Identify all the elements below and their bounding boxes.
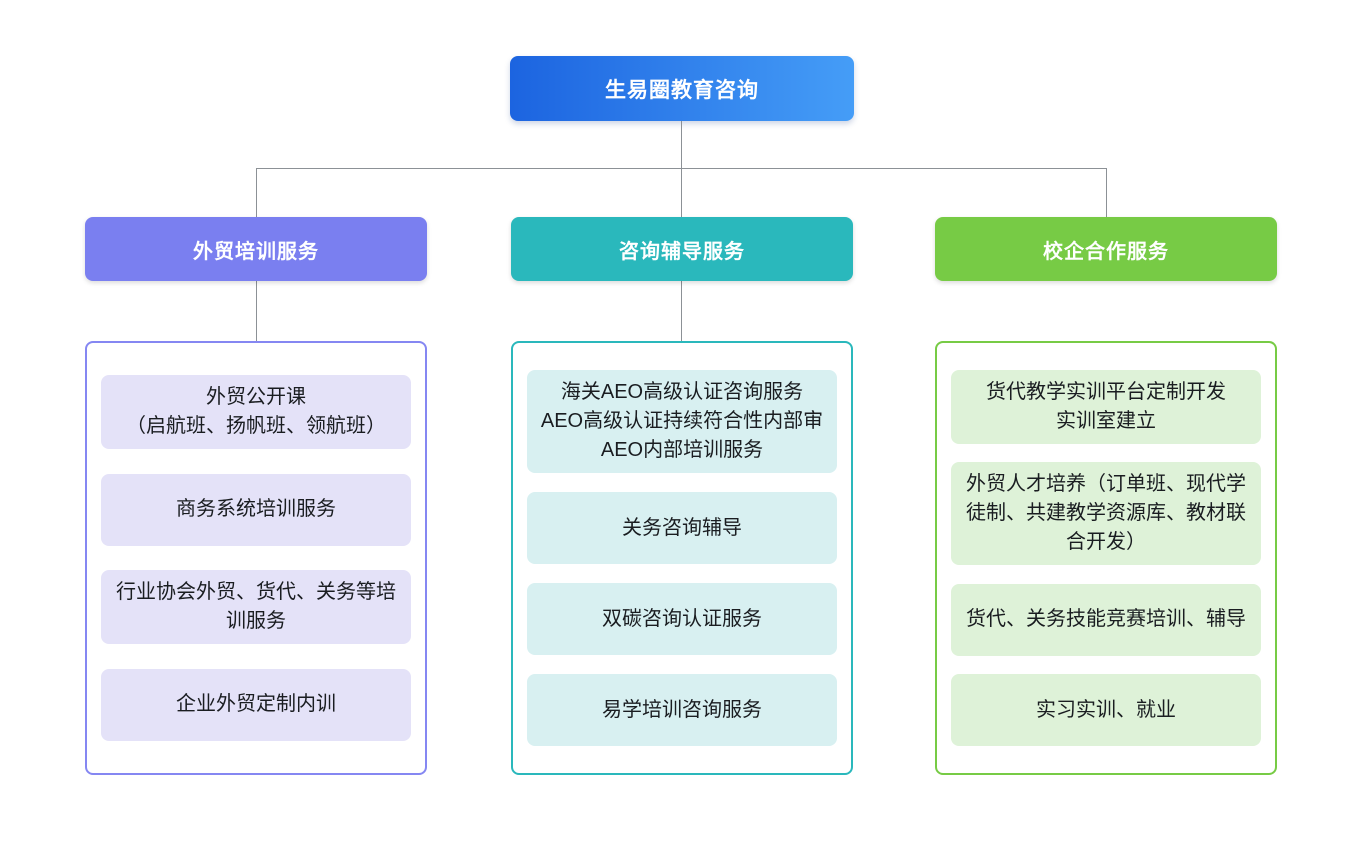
root-label: 生易圈教育咨询 — [605, 78, 759, 102]
leaf-node[interactable]: 关务咨询辅导 — [527, 492, 837, 564]
leaf-label: 外贸公开课 （启航班、扬帆班、领航班） — [126, 386, 386, 438]
leaf-node[interactable]: 外贸公开课 （启航班、扬帆班、领航班） — [101, 375, 411, 450]
leaf-label: 双碳咨询认证服务 — [602, 607, 762, 630]
leaf-node[interactable]: 货代教学实训平台定制开发 实训室建立 — [951, 369, 1261, 444]
leaf-node[interactable]: 货代、关务技能竞赛培训、辅导 — [951, 583, 1261, 656]
leaf-node[interactable]: 行业协会外贸、货代、关务等培训服务 — [101, 570, 411, 645]
connector-line — [256, 168, 257, 217]
connector-line — [1106, 168, 1107, 217]
leaf-label: 货代教学实训平台定制开发 实训室建立 — [986, 380, 1226, 432]
connector-line — [681, 121, 682, 168]
branch-label: 咨询辅导服务 — [619, 240, 745, 263]
branch-header[interactable]: 咨询辅导服务 — [511, 217, 853, 281]
leaf-node[interactable]: 双碳咨询认证服务 — [527, 583, 837, 655]
leaf-node[interactable]: 易学培训咨询服务 — [527, 674, 837, 746]
branch-label: 外贸培训服务 — [193, 240, 319, 263]
branch-container: 海关AEO高级认证咨询服务 AEO高级认证持续符合性内部审 AEO内部培训服务 … — [511, 341, 853, 775]
branch-consulting-coaching: 咨询辅导服务 海关AEO高级认证咨询服务 AEO高级认证持续符合性内部审 AEO… — [511, 217, 853, 775]
branch-school-enterprise-cooperation: 校企合作服务 货代教学实训平台定制开发 实训室建立 外贸人才培养（订单班、现代学… — [935, 217, 1277, 775]
connector-line — [256, 281, 257, 341]
leaf-label: 易学培训咨询服务 — [602, 698, 762, 721]
branch-label: 校企合作服务 — [1043, 240, 1169, 263]
leaf-label: 外贸人才培养（订单班、现代学徒制、共建教学资源库、教材联合开发） — [966, 473, 1246, 554]
branch-container: 外贸公开课 （启航班、扬帆班、领航班） 商务系统培训服务 行业协会外贸、货代、关… — [85, 341, 427, 775]
branch-foreign-trade-training: 外贸培训服务 外贸公开课 （启航班、扬帆班、领航班） 商务系统培训服务 行业协会… — [85, 217, 427, 775]
leaf-label: 商务系统培训服务 — [176, 498, 336, 521]
leaf-label: 关务咨询辅导 — [622, 516, 742, 539]
root-node[interactable]: 生易圈教育咨询 — [510, 56, 854, 121]
connector-line — [681, 168, 682, 217]
leaf-label: 货代、关务技能竞赛培训、辅导 — [966, 608, 1246, 631]
leaf-node[interactable]: 海关AEO高级认证咨询服务 AEO高级认证持续符合性内部审 AEO内部培训服务 — [527, 370, 837, 473]
leaf-label: 海关AEO高级认证咨询服务 AEO高级认证持续符合性内部审 AEO内部培训服务 — [540, 381, 824, 461]
leaf-node[interactable]: 实习实训、就业 — [951, 674, 1261, 747]
branch-container: 货代教学实训平台定制开发 实训室建立 外贸人才培养（订单班、现代学徒制、共建教学… — [935, 341, 1277, 775]
branch-header[interactable]: 校企合作服务 — [935, 217, 1277, 281]
leaf-label: 行业协会外贸、货代、关务等培训服务 — [116, 581, 396, 633]
leaf-node[interactable]: 企业外贸定制内训 — [101, 668, 411, 741]
leaf-label: 企业外贸定制内训 — [176, 693, 336, 716]
connector-line — [681, 281, 682, 341]
branch-header[interactable]: 外贸培训服务 — [85, 217, 427, 281]
leaf-node[interactable]: 外贸人才培养（订单班、现代学徒制、共建教学资源库、教材联合开发） — [951, 462, 1261, 566]
leaf-label: 实习实训、就业 — [1036, 698, 1176, 721]
leaf-node[interactable]: 商务系统培训服务 — [101, 473, 411, 546]
